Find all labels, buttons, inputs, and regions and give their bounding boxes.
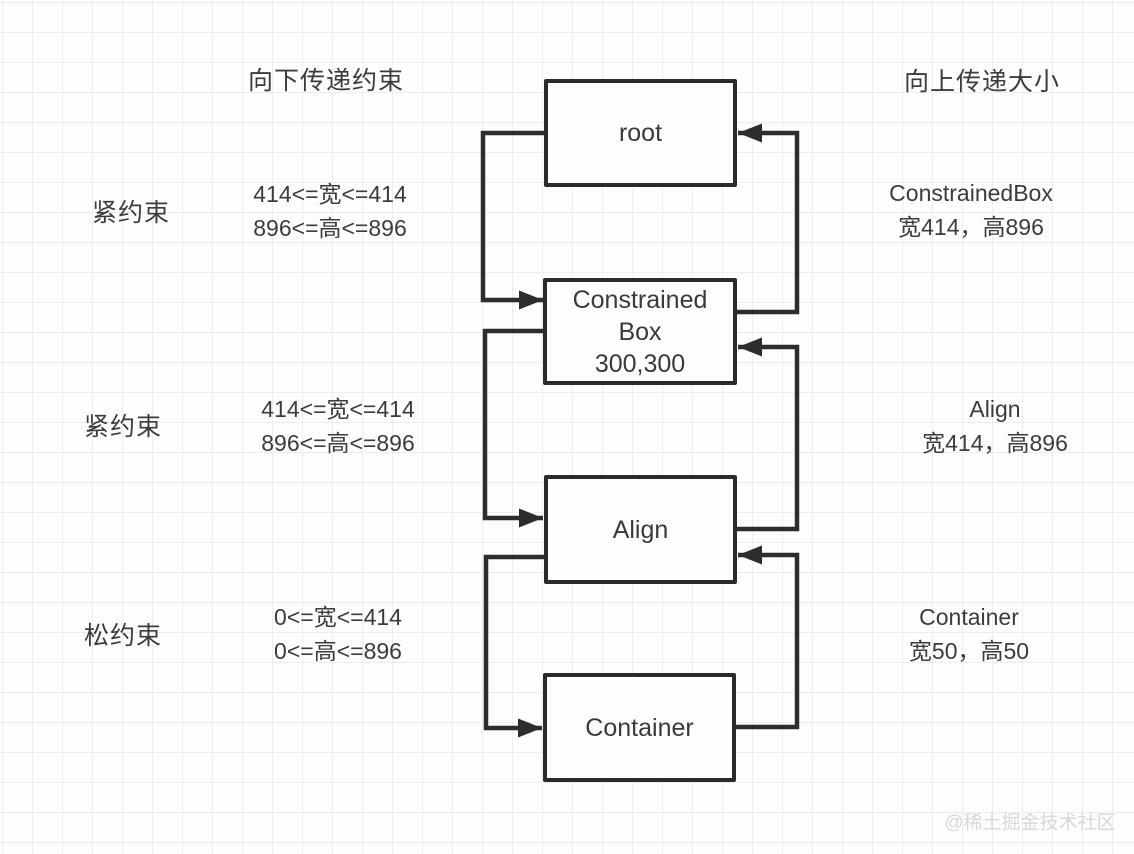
constraint-height-line-3: 0<=高<=896 — [274, 638, 402, 664]
node-container: Container — [543, 673, 736, 782]
constraint-values-3: 0<=宽<=414 0<=高<=896 — [274, 600, 402, 668]
constraint-height-line-1: 896<=高<=896 — [253, 215, 407, 241]
node-root: root — [544, 79, 737, 187]
size-result-2: Align 宽414，高896 — [922, 392, 1068, 460]
constraint-width-line-2: 414<=宽<=414 — [261, 396, 415, 422]
size-result-widget-2: Align — [969, 396, 1021, 422]
constraint-values-1: 414<=宽<=414 896<=高<=896 — [253, 177, 406, 245]
constraint-height-line-2: 896<=高<=896 — [261, 430, 415, 456]
right-column-title: 向上传递大小 — [903, 68, 1061, 96]
constraint-type-label-1: 紧约束 — [91, 199, 171, 227]
size-up-arrow-container-to-align — [736, 545, 800, 730]
node-align-label: Align — [612, 515, 669, 544]
constraint-width-line-1: 414<=宽<=414 — [253, 181, 407, 207]
left-column-title: 向下传递约束 — [247, 67, 405, 95]
size-up-arrow-constrainedbox-to-root — [737, 123, 800, 315]
size-result-widget-3: Container — [919, 604, 1019, 630]
node-constrained-box-label-line3: 300,300 — [594, 349, 686, 378]
watermark-text: @稀土掘金技术社区 — [944, 812, 1116, 834]
node-constrained-box-label-line1: Constrained — [572, 285, 708, 314]
size-result-3: Container 宽50，高50 — [909, 600, 1029, 668]
size-up-arrow-align-to-constrainedbox — [737, 337, 800, 532]
constraint-down-arrow-root-to-constrainedbox — [480, 130, 544, 310]
constraint-type-label-3: 松约束 — [83, 622, 163, 650]
constraint-type-label-2: 紧约束 — [83, 413, 163, 441]
size-result-dimensions-2: 宽414，高896 — [922, 430, 1068, 456]
node-root-label: root — [618, 119, 663, 147]
constraint-width-line-3: 0<=宽<=414 — [274, 604, 402, 630]
constraint-down-arrow-constrainedbox-to-align — [482, 328, 544, 528]
node-constrained-box-label-line2: Box — [618, 317, 662, 346]
size-result-1: ConstrainedBox 宽414，高896 — [889, 176, 1053, 244]
size-result-widget-1: ConstrainedBox — [889, 180, 1053, 206]
constraint-values-2: 414<=宽<=414 896<=高<=896 — [261, 392, 414, 460]
size-result-dimensions-1: 宽414，高896 — [898, 214, 1044, 240]
node-constrained-box: Constrained Box 300,300 — [543, 278, 737, 385]
node-align: Align — [544, 475, 737, 584]
node-container-label: Container — [585, 713, 694, 742]
size-result-dimensions-3: 宽50，高50 — [908, 638, 1030, 664]
constraint-down-arrow-align-to-container — [483, 554, 544, 738]
